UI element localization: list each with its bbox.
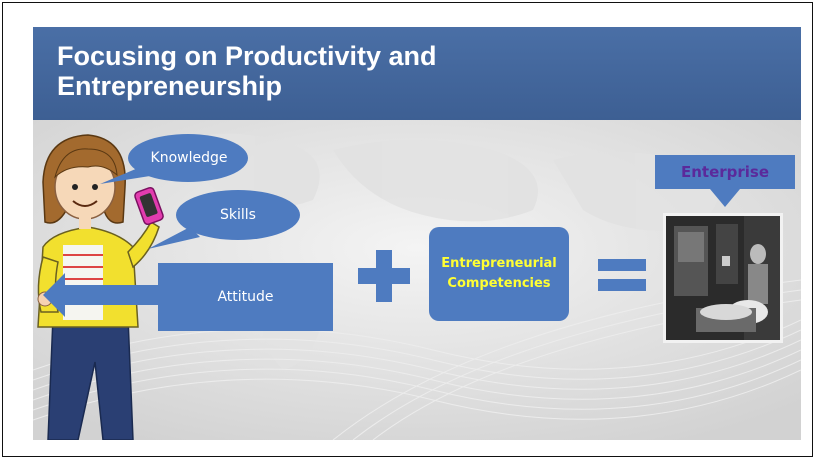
knowledge-bubble: Knowledge (150, 150, 228, 166)
slide-title-line-2: Entrepreneurship (57, 71, 283, 101)
title-bar: Focusing on Productivity and Entrepreneu… (33, 27, 801, 120)
slide-title-line-1: Focusing on Productivity and (57, 41, 437, 71)
entrepreneurial-competencies-box: Entrepreneurial Competencies (429, 227, 569, 321)
equals-icon (598, 259, 646, 291)
plus-icon (358, 250, 410, 302)
enterprise-label: Enterprise (680, 163, 770, 181)
slide: Focusing on Productivity and Entrepreneu… (33, 27, 801, 440)
competencies-line-2: Competencies (447, 276, 551, 291)
skills-bubble: Skills (220, 207, 256, 223)
attitude-label: Attitude (217, 289, 274, 305)
enterprise-callout-shape (655, 155, 795, 207)
factory-worker-photo-image (666, 216, 780, 340)
attitude-arrow-shape (43, 263, 333, 331)
competencies-line-1: Entrepreneurial (441, 256, 557, 271)
skills-bubble-shape (148, 190, 300, 249)
knowledge-bubble-shape (100, 134, 248, 184)
enterprise-photo (663, 213, 783, 343)
